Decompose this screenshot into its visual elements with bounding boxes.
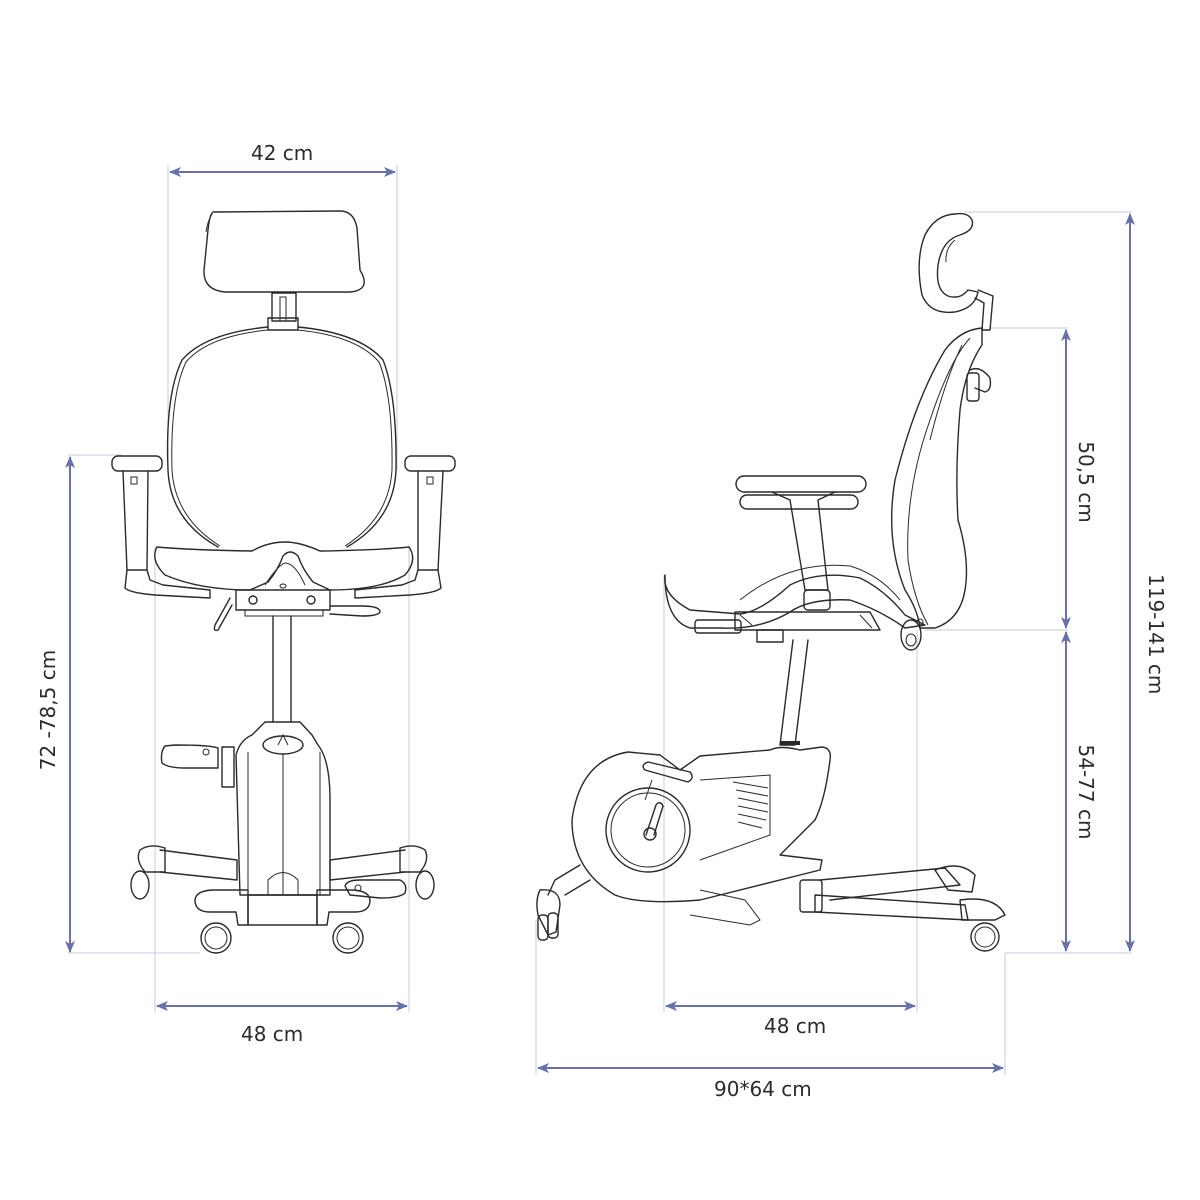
seat-depth-label: 48 cm bbox=[764, 1014, 827, 1038]
backrest-height-label: 50,5 cm bbox=[1074, 441, 1098, 523]
backrest-width-label: 42 cm bbox=[251, 141, 314, 165]
front-view-chair bbox=[111, 210, 456, 954]
side-view-chair bbox=[536, 212, 1006, 952]
footprint-label: 90*64 cm bbox=[714, 1077, 812, 1101]
total-height-label: 119-141 cm bbox=[1144, 574, 1168, 695]
front-base-width-label: 48 cm bbox=[241, 1022, 304, 1046]
dimension-arrows bbox=[65, 167, 1135, 1073]
seat-height-label: 54-77 cm bbox=[1074, 744, 1098, 840]
armrest-height-label: 72 -78,5 cm bbox=[36, 649, 60, 771]
guide-lines bbox=[68, 165, 1132, 1075]
